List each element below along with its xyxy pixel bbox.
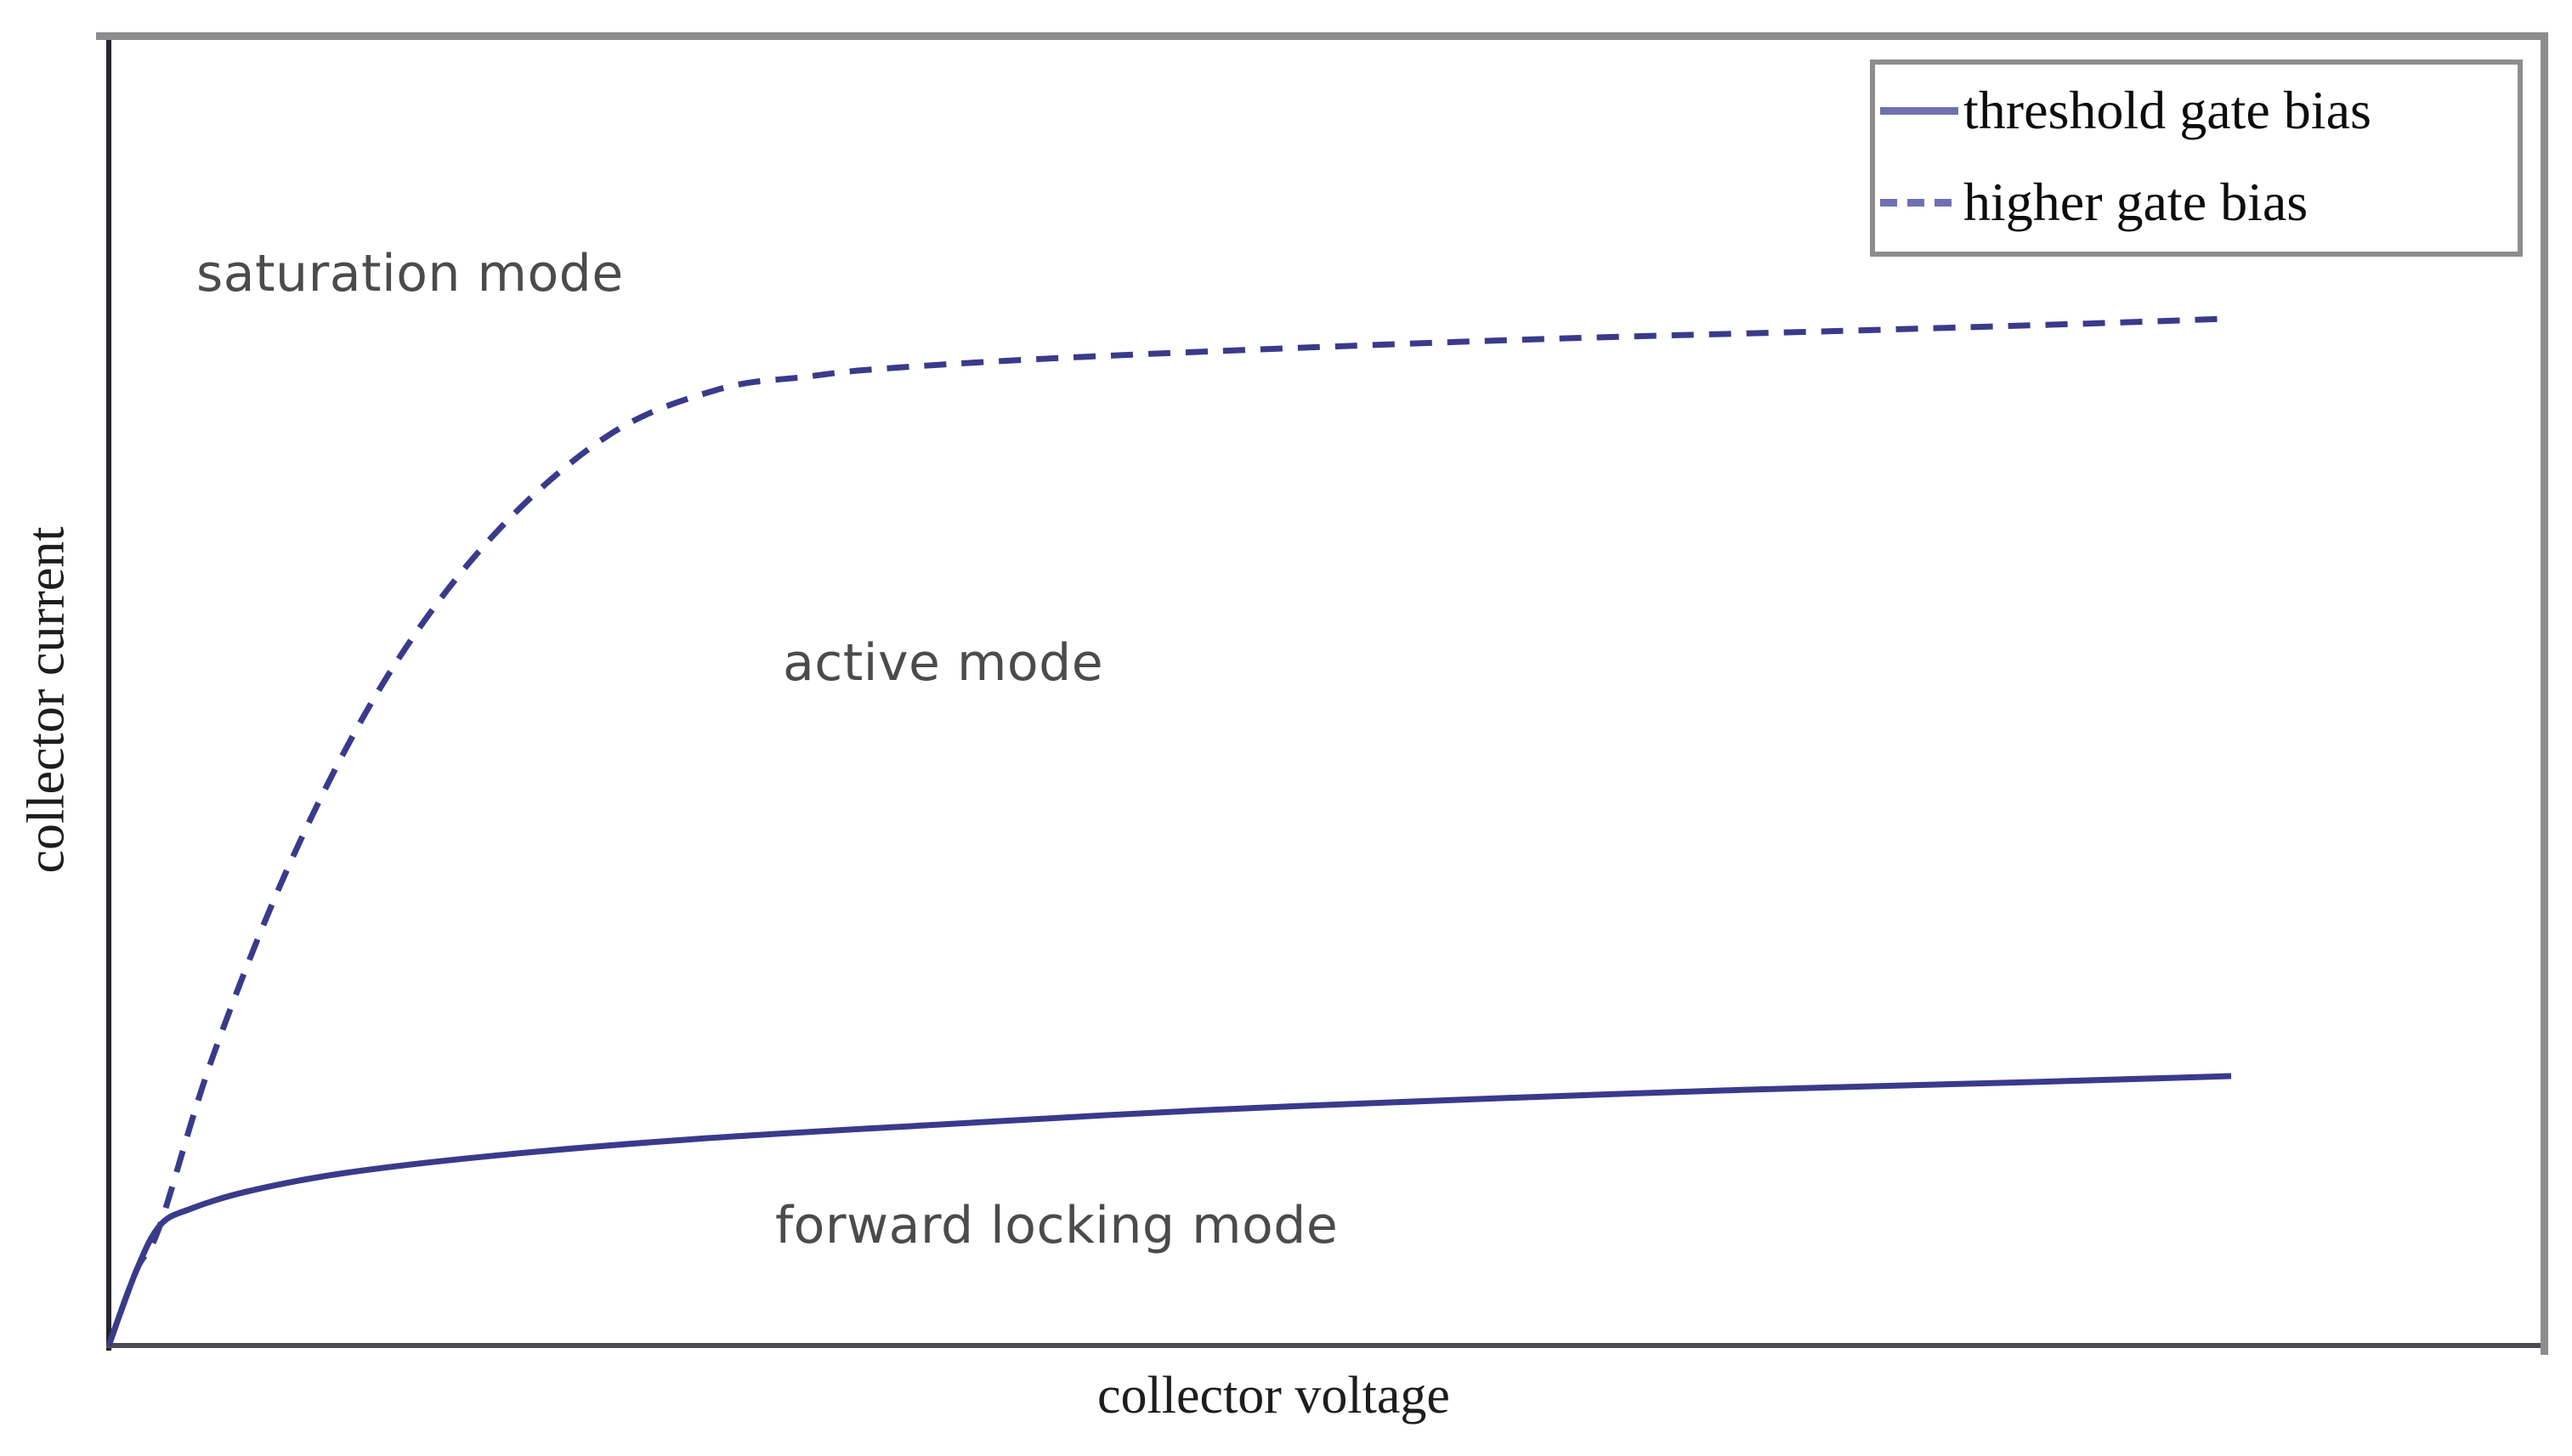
annotation-active-mode: active mode: [783, 633, 1104, 693]
y-axis-title: collector current: [17, 526, 76, 874]
x-axis-line: [106, 1343, 2545, 1348]
legend: threshold gate bias higher gate bias: [1870, 59, 2523, 257]
legend-label-threshold-gate-bias: threshold gate bias: [1963, 80, 2371, 140]
legend-label-higher-gate-bias: higher gate bias: [1963, 172, 2309, 232]
curve-threshold-gate-bias: [105, 1073, 2232, 1347]
legend-solid-line-icon: [1880, 106, 1958, 115]
x-axis-title: collector voltage: [1097, 1367, 1450, 1425]
annotation-saturation-mode: saturation mode: [196, 244, 624, 303]
y-axis-line: [106, 37, 111, 1351]
legend-item-threshold-gate-bias[interactable]: threshold gate bias: [1875, 68, 2518, 153]
legend-item-higher-gate-bias[interactable]: higher gate bias: [1875, 160, 2518, 245]
curve-higher-gate-bias: [105, 315, 2232, 1347]
annotation-forward-locking-mode: forward locking mode: [775, 1196, 1339, 1255]
legend-dashed-line-icon: [1880, 198, 1958, 207]
